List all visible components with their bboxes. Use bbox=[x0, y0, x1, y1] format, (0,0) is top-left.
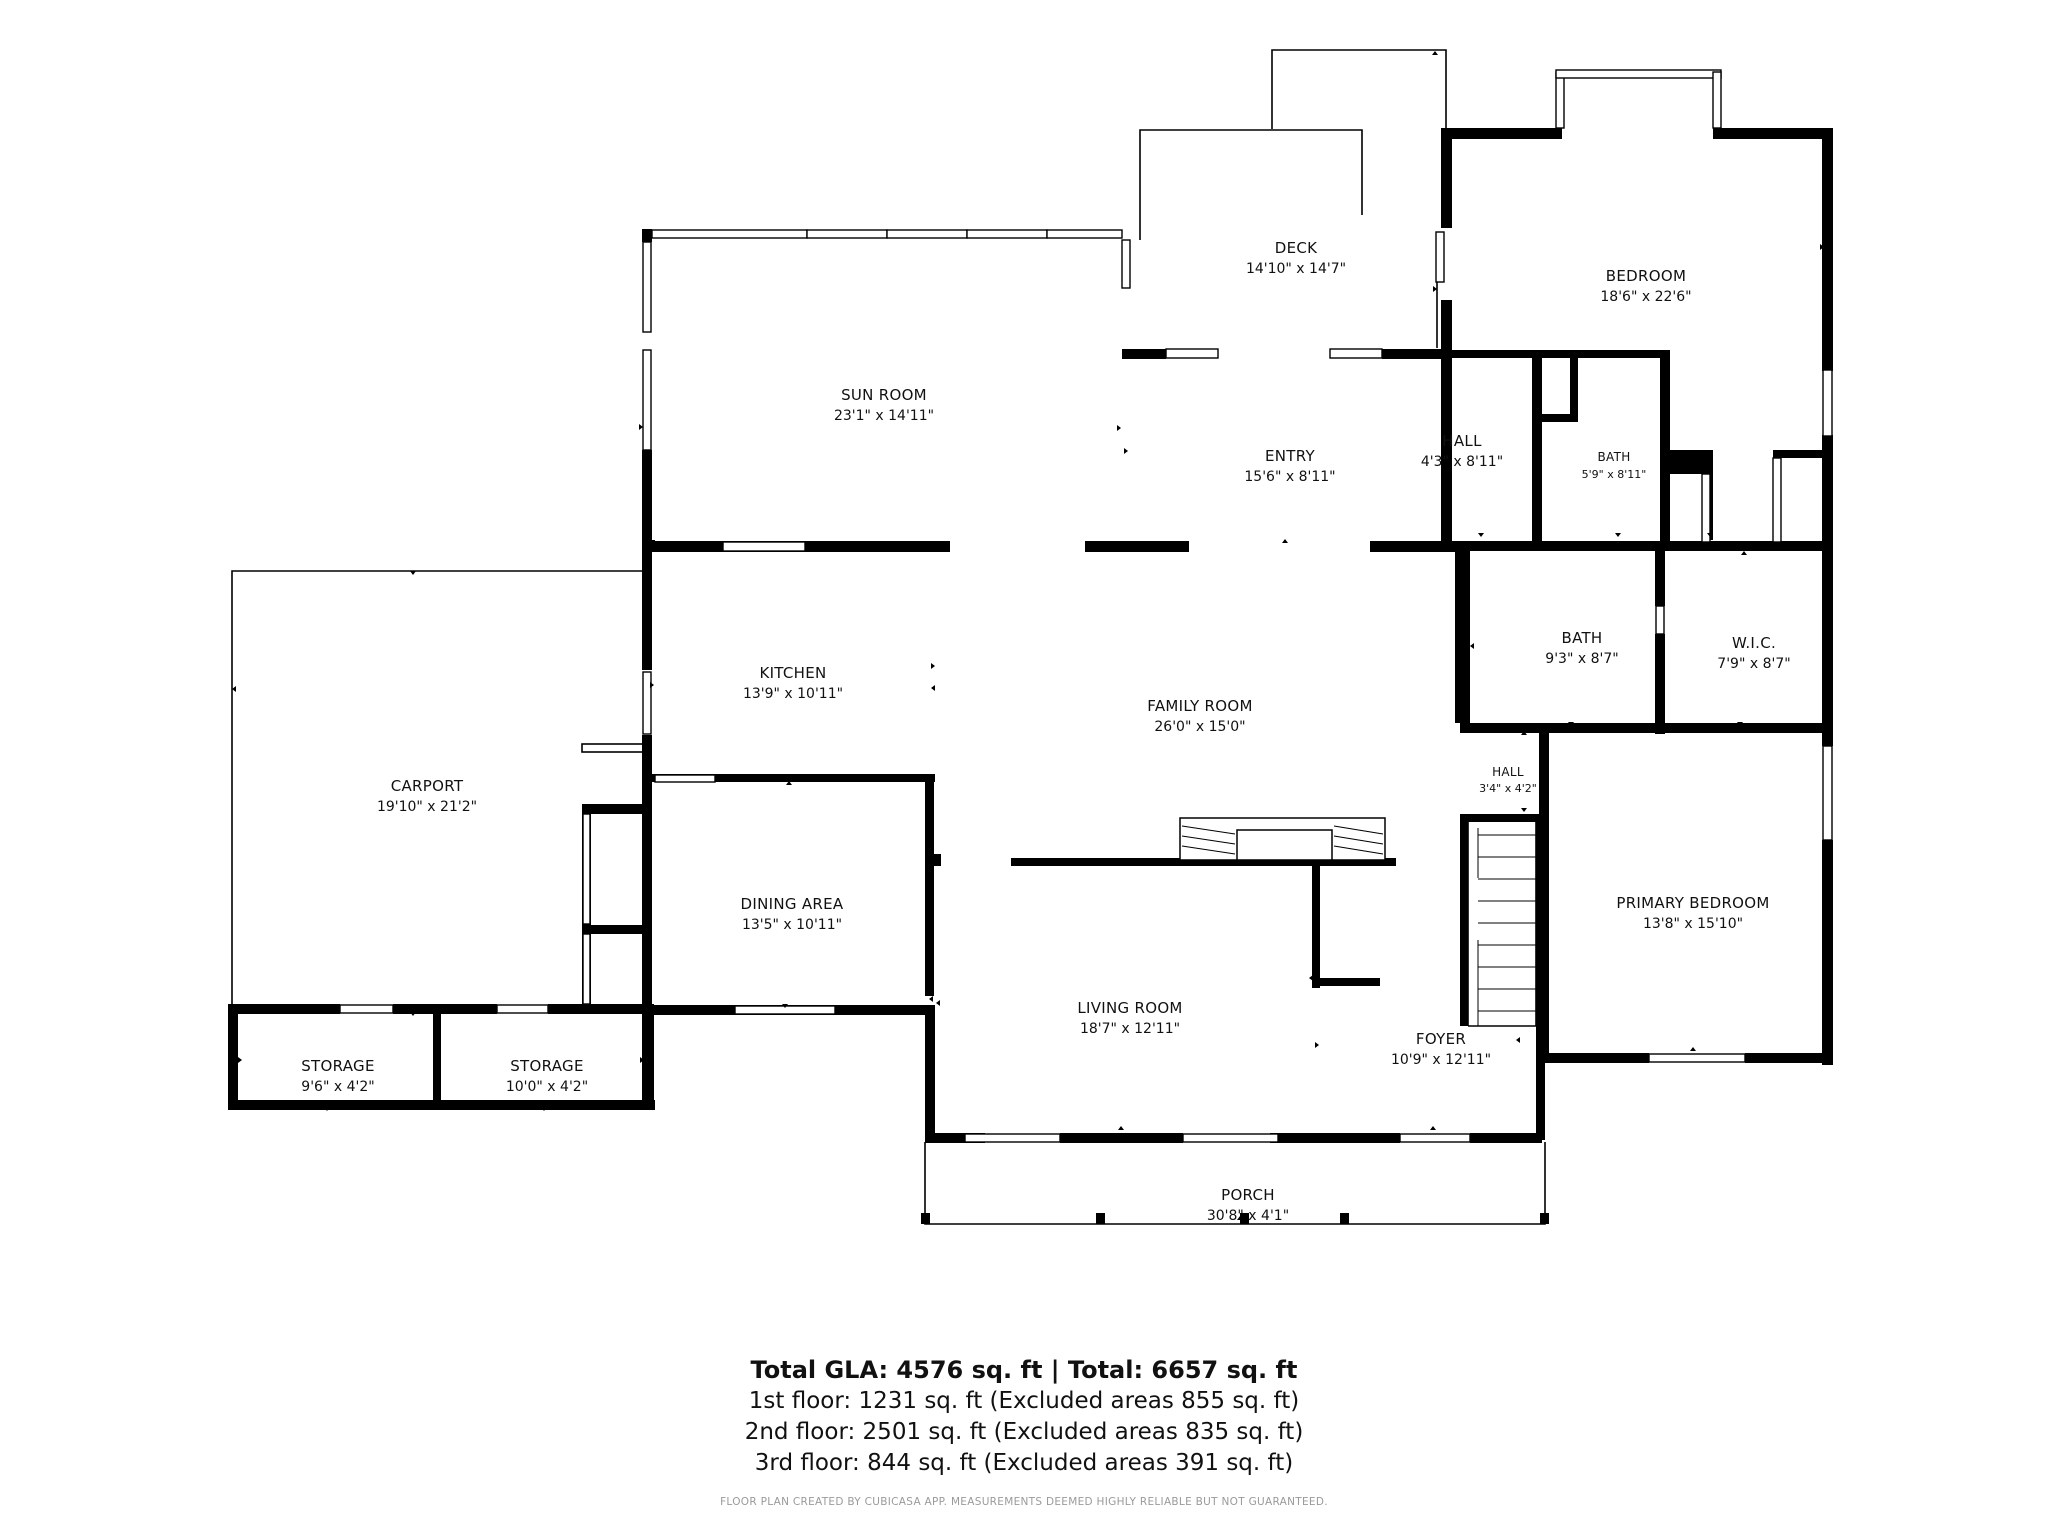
room-label-bedroom: BEDROOM bbox=[1606, 267, 1686, 285]
room-label-kitchen: KITCHEN bbox=[759, 664, 826, 682]
room-labels: DECK 14'10" x 14'7" BEDROOM 18'6" x 22'6… bbox=[301, 239, 1790, 1224]
room-dim-sun-room: 23'1" x 14'11" bbox=[834, 408, 934, 424]
room-dim-hall-upper: 4'3" x 8'11" bbox=[1421, 454, 1503, 470]
room-dim-wic: 7'9" x 8'7" bbox=[1717, 656, 1790, 672]
walls bbox=[228, 128, 1833, 1224]
room-dim-carport: 19'10" x 21'2" bbox=[377, 799, 477, 815]
room-label-sun-room: SUN ROOM bbox=[841, 386, 927, 404]
room-dim-foyer: 10'9" x 12'11" bbox=[1391, 1052, 1491, 1068]
room-dim-family-room: 26'0" x 15'0" bbox=[1154, 719, 1245, 735]
room-label-entry: ENTRY bbox=[1265, 447, 1316, 465]
stairs bbox=[1467, 822, 1537, 1027]
room-dim-deck: 14'10" x 14'7" bbox=[1246, 261, 1346, 277]
room-label-storage-1: STORAGE bbox=[301, 1057, 375, 1075]
room-label-carport: CARPORT bbox=[391, 777, 464, 795]
room-dim-living-room: 18'7" x 12'11" bbox=[1080, 1021, 1180, 1037]
room-label-storage-2: STORAGE bbox=[510, 1057, 584, 1075]
room-label-wic: W.I.C. bbox=[1732, 634, 1776, 652]
room-label-bath-small: BATH bbox=[1597, 450, 1630, 464]
room-dim-storage-1: 9'6" x 4'2" bbox=[301, 1079, 374, 1095]
disclaimer-text: FLOOR PLAN CREATED BY CUBICASA APP. MEAS… bbox=[720, 1496, 1328, 1508]
room-label-hall-upper: HALL bbox=[1442, 432, 1482, 450]
door-markers bbox=[232, 51, 1833, 1220]
room-dim-kitchen: 13'9" x 10'11" bbox=[743, 686, 843, 702]
room-dim-bath: 9'3" x 8'7" bbox=[1545, 651, 1618, 667]
thin-outlines bbox=[231, 49, 1546, 1225]
room-label-hall-small: HALL bbox=[1492, 765, 1524, 779]
room-label-deck: DECK bbox=[1275, 239, 1318, 257]
room-dim-entry: 15'6" x 8'11" bbox=[1244, 469, 1335, 485]
area-summary: Total GLA: 4576 sq. ft | Total: 6657 sq.… bbox=[0, 1355, 2048, 1479]
room-label-porch: PORCH bbox=[1221, 1186, 1275, 1204]
room-dim-dining-area: 13'5" x 10'11" bbox=[742, 917, 842, 933]
room-dim-bath-small: 5'9" x 8'11" bbox=[1582, 468, 1647, 481]
room-dim-bedroom: 18'6" x 22'6" bbox=[1600, 289, 1691, 305]
room-label-family-room: FAMILY ROOM bbox=[1147, 697, 1252, 715]
windows bbox=[339, 69, 1833, 1143]
room-label-living-room: LIVING ROOM bbox=[1077, 999, 1182, 1017]
room-dim-storage-2: 10'0" x 4'2" bbox=[506, 1079, 588, 1095]
room-dim-porch: 30'8" x 4'1" bbox=[1207, 1208, 1289, 1224]
total-area: Total GLA: 4576 sq. ft | Total: 6657 sq.… bbox=[750, 1356, 1298, 1384]
room-dim-primary-bedroom: 13'8" x 15'10" bbox=[1643, 916, 1743, 932]
fireplace-hearth bbox=[1179, 817, 1386, 861]
floor-1-area: 1st floor: 1231 sq. ft (Excluded areas 8… bbox=[748, 1388, 1300, 1414]
room-dim-hall-small: 3'4" x 4'2" bbox=[1479, 782, 1537, 795]
floor-3-area: 3rd floor: 844 sq. ft (Excluded areas 39… bbox=[754, 1450, 1294, 1476]
room-label-bath: BATH bbox=[1561, 629, 1602, 647]
floor-plan: DECK 14'10" x 14'7" BEDROOM 18'6" x 22'6… bbox=[228, 49, 1833, 1225]
room-label-foyer: FOYER bbox=[1416, 1030, 1466, 1048]
room-label-primary-bedroom: PRIMARY BEDROOM bbox=[1616, 894, 1769, 912]
floor-2-area: 2nd floor: 2501 sq. ft (Excluded areas 8… bbox=[744, 1419, 1304, 1445]
room-label-dining-area: DINING AREA bbox=[741, 895, 844, 913]
